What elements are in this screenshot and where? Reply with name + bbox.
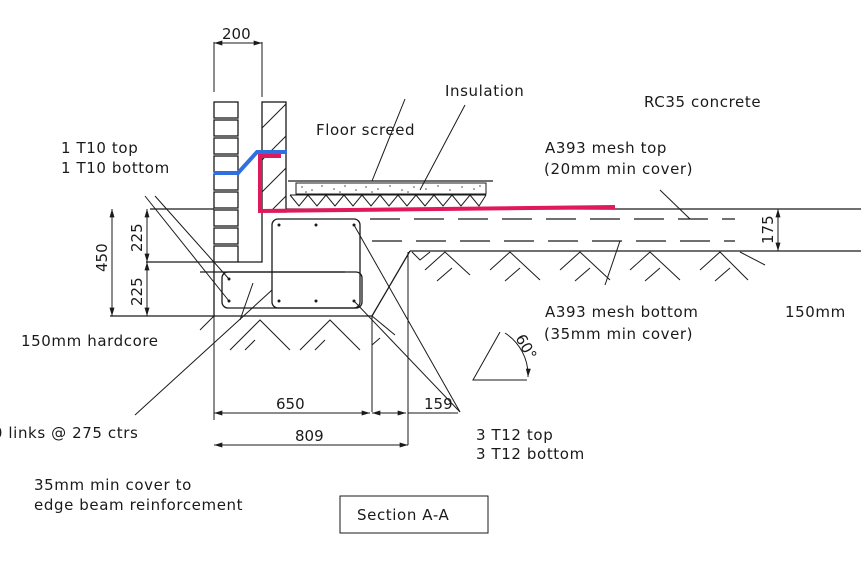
dim-450: 450	[93, 243, 111, 272]
beam-hatch	[199, 252, 409, 445]
section-title-box: Section A-A	[339, 495, 489, 534]
label-cover-line1: 35mm min cover to	[34, 476, 192, 494]
label-mesh-bottom-cover: (35mm min cover)	[544, 325, 693, 343]
dim-650: 650	[276, 395, 305, 413]
width-dimensions: 650 159 809	[213, 395, 458, 448]
ground-hatch	[411, 251, 766, 282]
dim-175: 175	[759, 215, 777, 244]
angle-indicator: 60°	[472, 331, 541, 381]
dpm-line	[258, 154, 616, 214]
floor-screed	[288, 180, 493, 195]
foundation-outline	[110, 208, 372, 317]
label-cover-line2: edge beam reinforcement	[34, 496, 243, 514]
label-hardcore: 150mm hardcore	[21, 332, 159, 350]
label-mesh-top: A393 mesh top	[545, 139, 667, 157]
wall-width-dimension: 200	[213, 25, 263, 97]
dpc-line	[214, 150, 287, 175]
label-rc35: RC35 concrete	[644, 93, 761, 111]
label-t10-bottom: 1 T10 bottom	[61, 159, 170, 177]
label-slab-150: 150mm	[785, 303, 846, 321]
reinforcement-cages	[200, 218, 363, 309]
leader-lines	[134, 98, 691, 416]
section-title: Section A-A	[357, 506, 450, 524]
label-t12-bottom: 3 T12 bottom	[476, 445, 585, 463]
height-dimensions: 450 225 225 175	[93, 208, 781, 316]
label-t12-top: 3 T12 top	[476, 426, 553, 444]
label-mesh-top-cover: (20mm min cover)	[544, 160, 693, 178]
label-insulation: Insulation	[445, 82, 524, 100]
dim-225-upper: 225	[128, 223, 146, 252]
label-t10-top: 1 T10 top	[61, 139, 138, 157]
dim-225-lower: 225	[128, 277, 146, 306]
dim-200: 200	[222, 25, 251, 43]
insulation-layer	[289, 194, 487, 207]
label-mesh-bottom: A393 mesh bottom	[545, 303, 698, 321]
brick-leaf	[213, 101, 239, 263]
dim-159: 159	[424, 395, 453, 413]
label-floor-screed: Floor screed	[316, 121, 415, 139]
label-links: T10 links @ 275 ctrs	[0, 424, 138, 442]
dim-809: 809	[295, 427, 324, 445]
angle-60: 60°	[512, 331, 541, 363]
